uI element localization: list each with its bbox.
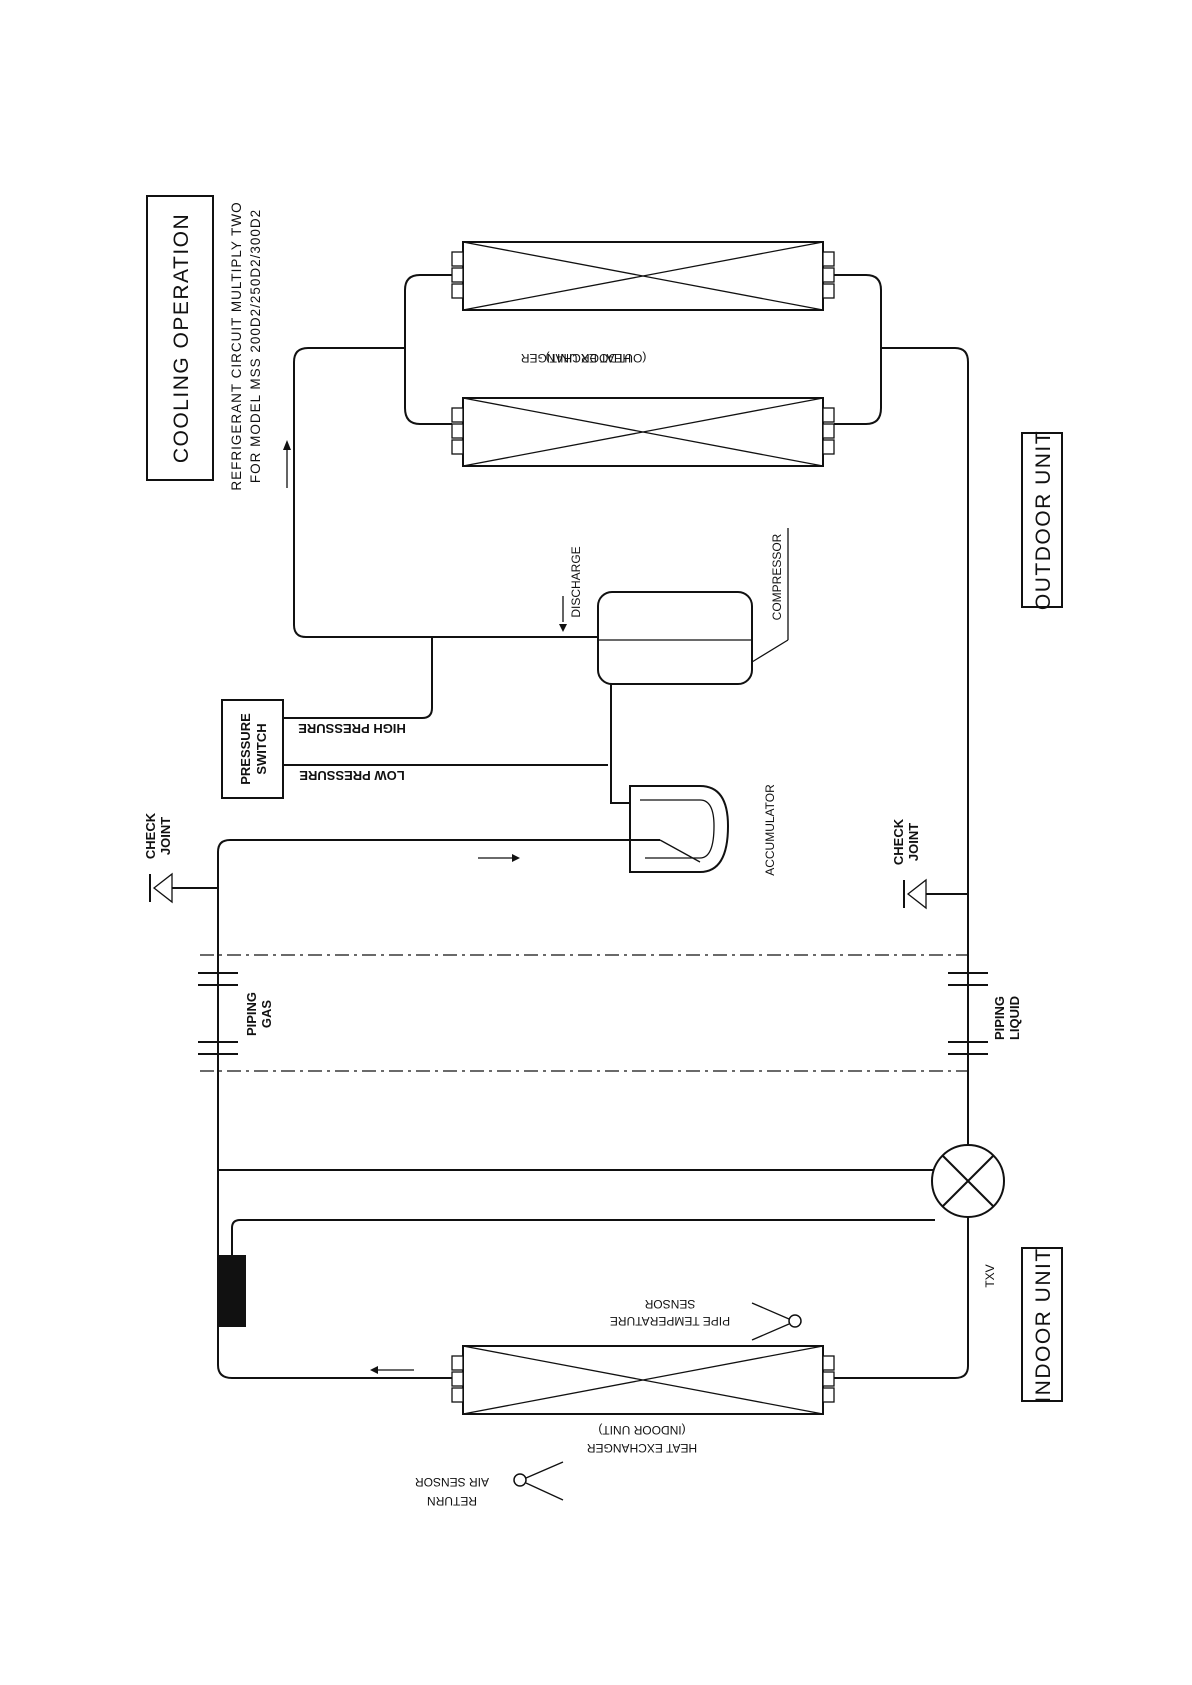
compressor-label: COMPRESSOR xyxy=(770,533,784,620)
flow-arrow-icon xyxy=(478,854,520,862)
pressure-switch-label-1: PRESSURE xyxy=(238,713,253,785)
hx-indoor-label-1: HEAT EXCHANGER xyxy=(587,1441,698,1455)
high-pressure-label: HIGH PRESSURE xyxy=(298,721,406,736)
low-pressure-label: LOW PRESSURE xyxy=(299,768,405,783)
indoor-unit-label: INDOOR UNIT xyxy=(1032,1247,1055,1402)
check-joint-gas-label-2: JOINT xyxy=(158,817,173,855)
piping-gas-label-1: PIPING xyxy=(244,992,259,1036)
flow-arrow-icon xyxy=(370,1366,414,1374)
accumulator-label: ACCUMULATOR xyxy=(763,784,777,876)
outdoor-unit-label: OUTDOOR UNIT xyxy=(1032,430,1055,610)
check-joint-liquid-label-2: JOINT xyxy=(906,823,921,861)
check-joint-liquid-label-1: CHECK xyxy=(891,818,906,865)
compressor xyxy=(597,591,753,685)
piping-gas-label-2: GAS xyxy=(259,1000,274,1029)
flow-arrow-icon xyxy=(559,596,567,632)
piping-liquid-label-1: PIPING xyxy=(992,996,1007,1040)
pressure-switch-label-2: SWITCH xyxy=(254,723,269,774)
piping-liquid-label-2: LIQUID xyxy=(1007,996,1022,1040)
sensor-icon xyxy=(751,1302,802,1341)
subtitle-line-2: FOR MODEL MSS 200D2/250D2/300D2 xyxy=(248,209,263,483)
return-air-sensor-label-1: RETURN xyxy=(427,1494,477,1508)
txv-label: TXV xyxy=(983,1264,997,1287)
sensing-bulb xyxy=(218,1255,246,1327)
subtitle-line-1: REFRIGERANT CIRCUIT MULTIPLY TWO xyxy=(229,201,244,490)
piping-gas-flange xyxy=(198,972,238,1055)
hx-outdoor-label-2: (OUTDOOR UNIT) xyxy=(546,351,647,365)
heat-exchanger-indoor xyxy=(451,1345,835,1415)
pressure-switch xyxy=(221,699,284,799)
flow-arrow-icon xyxy=(283,440,291,488)
pipe-temp-sensor-label-2: SENSOR xyxy=(644,1297,695,1311)
indoor-unit-box xyxy=(1021,1247,1063,1402)
title: COOLING OPERATION xyxy=(170,213,193,463)
title-box xyxy=(146,195,214,481)
hx-outdoor-label-1: HEAT EXCHANGER xyxy=(521,351,632,365)
heat-exchanger-outdoor-1 xyxy=(451,241,835,311)
hx-indoor-label-2: (INDOOR UNIT) xyxy=(598,1423,685,1437)
check-joint-icon xyxy=(903,878,968,910)
pipe-temp-sensor-label-1: PIPE TEMPERATURE xyxy=(610,1314,730,1328)
accumulator xyxy=(629,785,730,873)
sensor-icon xyxy=(513,1461,564,1501)
check-joint-icon xyxy=(149,872,218,904)
check-joint-gas-label-1: CHECK xyxy=(143,812,158,859)
piping-liquid-flange xyxy=(948,972,988,1055)
discharge-label: DISCHARGE xyxy=(569,546,583,617)
heat-exchanger-outdoor-2 xyxy=(451,397,835,467)
expansion-valve-icon xyxy=(931,1144,1005,1218)
return-air-sensor-label-2: AIR SENSOR xyxy=(415,1475,489,1489)
outdoor-unit-box xyxy=(1021,432,1063,608)
